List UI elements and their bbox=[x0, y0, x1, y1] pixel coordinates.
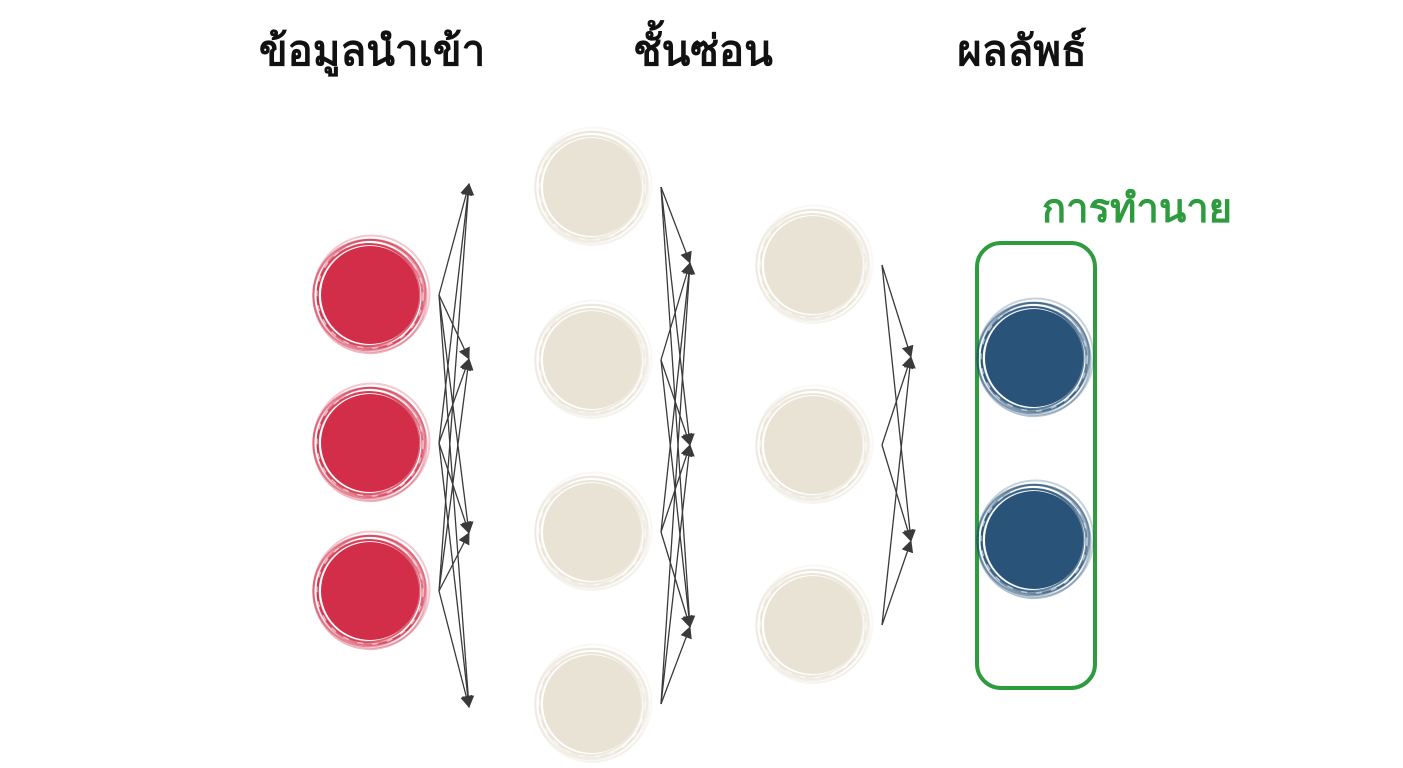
connection-arrow bbox=[438, 442, 474, 708]
connection-arrow bbox=[660, 186, 696, 628]
connection-arrow bbox=[438, 183, 474, 444]
connection-arrow bbox=[660, 186, 692, 264]
connection-arrow bbox=[438, 442, 472, 534]
input-node bbox=[312, 234, 431, 355]
input-layer-title: ข้อมูลนำเข้า bbox=[258, 26, 486, 75]
connection-arrow bbox=[438, 358, 474, 592]
connection-arrow bbox=[438, 294, 470, 360]
connection-arrow bbox=[438, 590, 473, 708]
input-node bbox=[312, 530, 431, 651]
hidden-2-node bbox=[755, 564, 874, 685]
connection-arrow bbox=[438, 183, 475, 592]
output-node bbox=[976, 297, 1095, 418]
connection-group bbox=[438, 183, 916, 708]
hidden-1-node bbox=[534, 299, 653, 420]
input-node bbox=[312, 382, 431, 503]
connection-arrow bbox=[881, 356, 914, 446]
connection-arrow bbox=[438, 532, 470, 592]
hidden-2-node bbox=[755, 384, 874, 505]
node-group bbox=[312, 126, 1095, 764]
connection-arrow bbox=[438, 294, 474, 534]
connection-arrow bbox=[881, 540, 914, 626]
connection-arrow bbox=[438, 183, 472, 296]
connection-arrow bbox=[881, 264, 914, 358]
connection-arrow bbox=[660, 262, 693, 361]
connection-arrow bbox=[660, 626, 692, 705]
connection-arrow bbox=[660, 186, 695, 446]
hidden-1-node bbox=[534, 643, 653, 764]
connection-arrow bbox=[660, 359, 695, 628]
output-layer-title: ผลลัพธ์ bbox=[957, 26, 1087, 75]
hidden-1-node bbox=[534, 471, 653, 592]
hidden-1-node bbox=[534, 126, 653, 247]
connection-arrow bbox=[660, 444, 695, 705]
connection-arrow bbox=[881, 356, 916, 626]
output-node bbox=[976, 479, 1095, 600]
prediction-box bbox=[975, 241, 1097, 690]
hidden-2-node bbox=[755, 204, 874, 325]
connection-arrow bbox=[660, 262, 696, 705]
prediction-label: การทำนาย bbox=[1041, 186, 1233, 232]
connection-arrow bbox=[660, 262, 695, 533]
connection-arrow bbox=[438, 358, 471, 444]
hidden-layer-title: ชั้นซ่อน bbox=[633, 26, 773, 75]
connection-arrow bbox=[438, 294, 475, 708]
